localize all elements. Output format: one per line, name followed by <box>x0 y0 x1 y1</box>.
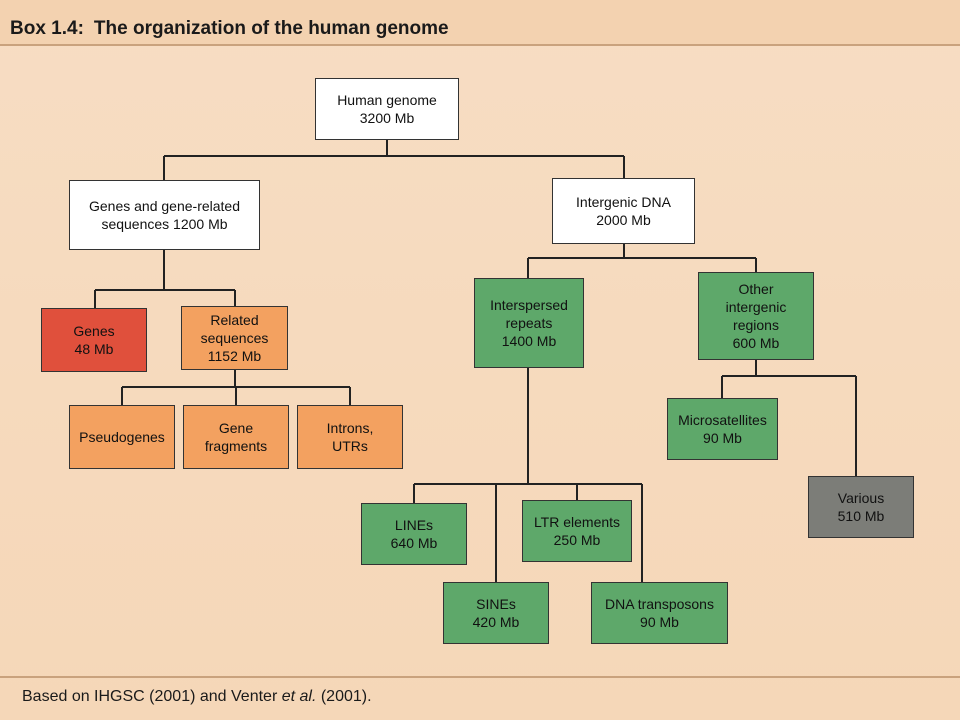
node-related-sequences: Related sequences 1152 Mb <box>181 306 288 370</box>
node-label: Genes and gene-related <box>89 198 240 214</box>
node-various: Various 510 Mb <box>808 476 914 538</box>
node-genes: Genes 48 Mb <box>41 308 147 372</box>
node-size: 1152 Mb <box>207 348 262 364</box>
node-size: sequences 1200 Mb <box>101 216 228 232</box>
node-size: 250 Mb <box>553 532 601 548</box>
title-text: The organization of the human genome <box>93 18 449 39</box>
node-size: 420 Mb <box>472 614 520 630</box>
node-label: Gene <box>218 420 254 436</box>
node-ltr-elements: LTR elements 250 Mb <box>522 500 632 562</box>
node-dna-transposons: DNA transposons 90 Mb <box>591 582 728 644</box>
node-intergenic-dna: Intergenic DNA 2000 Mb <box>552 178 695 244</box>
node-size: 2000 Mb <box>596 212 651 228</box>
node-label-3: regions <box>733 317 779 333</box>
node-label-2: UTRs <box>332 438 368 454</box>
node-size: 48 Mb <box>74 341 114 357</box>
citation-italic: et al. <box>281 688 317 705</box>
node-pseudogenes: Pseudogenes <box>69 405 175 469</box>
node-label-2: sequences <box>200 330 269 346</box>
source-citation: Based on IHGSC (2001) and Venter et al. … <box>22 688 372 706</box>
node-label: Pseudogenes <box>79 429 165 445</box>
node-gene-fragments: Gene fragments <box>183 405 289 469</box>
node-size: 510 Mb <box>837 508 885 524</box>
citation-suffix: (2001). <box>316 688 372 705</box>
node-size: 1400 Mb <box>501 333 557 349</box>
node-size: 640 Mb <box>390 535 438 551</box>
node-label: LINEs <box>394 517 434 533</box>
header-divider <box>0 44 960 46</box>
node-size: 90 Mb <box>640 614 679 630</box>
node-label: Genes <box>73 323 115 339</box>
node-interspersed-repeats: Interspersed repeats 1400 Mb <box>474 278 584 368</box>
node-label: Human genome <box>337 92 437 108</box>
node-label-2: fragments <box>204 438 268 454</box>
node-genes-and-gene-related: Genes and gene-related sequences 1200 Mb <box>69 180 260 250</box>
node-size: 90 Mb <box>703 430 742 446</box>
citation-prefix: Based on IHGSC (2001) and Venter <box>22 688 282 705</box>
node-label: Related <box>210 312 259 328</box>
node-human-genome: Human genome 3200 Mb <box>315 78 459 140</box>
node-label: Interspersed <box>490 297 568 313</box>
node-other-intergenic-regions: Other intergenic regions 600 Mb <box>698 272 814 360</box>
node-label: LTR elements <box>533 514 621 530</box>
node-sines: SINEs 420 Mb <box>443 582 549 644</box>
node-label: Various <box>837 490 885 506</box>
node-label: SINEs <box>476 596 516 612</box>
node-label-2: intergenic <box>725 299 787 315</box>
footer-divider <box>0 676 960 678</box>
node-introns-utrs: Introns, UTRs <box>297 405 403 469</box>
page-title: Box 1.4: The organization of the human ge… <box>10 18 449 40</box>
node-label: Other <box>738 281 774 297</box>
node-label-2: repeats <box>505 315 553 331</box>
box-label: Box 1.4: <box>10 18 84 39</box>
header-band <box>0 0 960 44</box>
node-label: Introns, <box>326 420 374 436</box>
node-size: 3200 Mb <box>359 110 415 126</box>
node-size: 600 Mb <box>732 335 780 351</box>
node-lines: LINEs 640 Mb <box>361 503 467 565</box>
node-label: Intergenic DNA <box>576 194 671 210</box>
node-microsatellites: Microsatellites 90 Mb <box>667 398 778 460</box>
node-label: Microsatellites <box>678 412 767 428</box>
node-label: DNA transposons <box>605 596 714 612</box>
